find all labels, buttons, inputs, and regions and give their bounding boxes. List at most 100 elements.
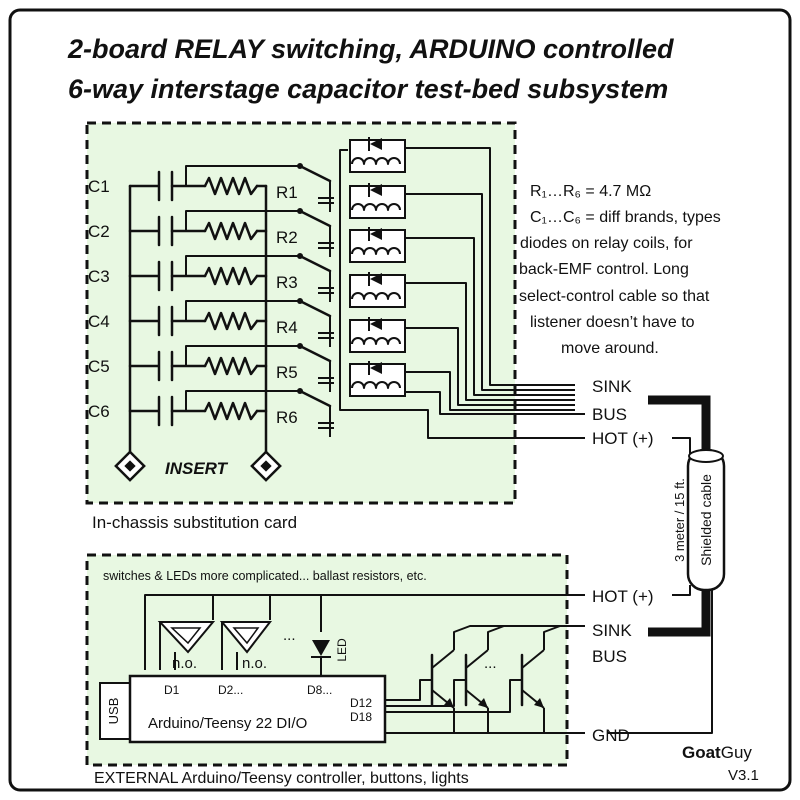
relay-coil — [351, 292, 401, 300]
resistor-5 — [203, 356, 259, 376]
capacitor-label-4: C4 — [88, 312, 110, 331]
capacitor-label-5: C5 — [88, 357, 110, 376]
push-button-1 — [157, 621, 216, 670]
relay-body — [349, 229, 406, 263]
button-ellipsis: ... — [283, 627, 296, 644]
controller-caption: EXTERNAL Arduino/Teensy controller, butt… — [94, 770, 469, 787]
transistor-collector — [465, 649, 489, 669]
row-1: C1 R1 — [88, 163, 334, 212]
relay-coils — [349, 137, 406, 397]
usb-label: USB — [106, 698, 121, 725]
transistor-collector — [521, 649, 545, 669]
relay-contact-arm — [298, 209, 332, 228]
row-5: C5 R5 — [88, 343, 334, 392]
notes-block: R₁…R₆ = 4.7 MΩ C₁…C₆ = diff brands, type… — [519, 183, 721, 357]
gnd-wire-cable — [608, 585, 713, 734]
bus-label-top: BUS — [592, 405, 627, 424]
transistor-drivers — [385, 625, 585, 734]
wire — [185, 390, 300, 411]
collector-wire — [487, 625, 585, 650]
transistor-3 — [385, 625, 585, 733]
relay-1 — [349, 137, 406, 173]
pin-d8: D8... — [307, 683, 332, 697]
relay-coil — [351, 247, 401, 255]
arduino-label: Arduino/Teensy 22 DI/O — [148, 715, 307, 732]
collector-wire — [543, 625, 585, 650]
insert-terminal-left — [114, 450, 146, 482]
relay-3 — [349, 227, 406, 263]
relay-coil — [351, 381, 401, 389]
shielded-cable — [686, 448, 726, 592]
relay-coil — [351, 157, 401, 165]
note-line-4: back-EMF control. Long — [519, 261, 689, 278]
hot-label-top: HOT (+) — [592, 429, 654, 448]
pin-d2: D2... — [218, 683, 243, 697]
hot-label-bottom: HOT (+) — [592, 587, 654, 606]
resistor-label-1: R1 — [276, 183, 298, 202]
cable-trunk-bottom — [648, 585, 711, 637]
flyback-diode — [370, 138, 382, 150]
base-wire — [385, 679, 522, 713]
resistor-2 — [203, 221, 259, 241]
relay-control-wiring — [339, 147, 585, 439]
resistor-label-3: R3 — [276, 273, 298, 292]
title-line-1: 2-board RELAY switching, ARDUINO control… — [67, 34, 674, 64]
relay-contact-arm — [298, 389, 332, 408]
pin-d1: D1 — [164, 683, 180, 697]
cable-trunk-top — [648, 395, 711, 460]
card-caption: In-chassis substitution card — [92, 513, 297, 532]
push-button-2 — [219, 621, 273, 670]
credit-brand: GoatGuy — [682, 743, 752, 762]
pin-d18: D18 — [350, 710, 372, 724]
note-line-2: C₁…C₆ = diff brands, types — [530, 209, 721, 226]
no-label-1: n.o. — [172, 655, 197, 672]
hot-line — [144, 594, 585, 670]
credit-version: V3.1 — [728, 767, 759, 784]
pin-d12: D12 — [350, 696, 372, 710]
capacitor-label-2: C2 — [88, 222, 110, 241]
note-line-3: diodes on relay coils, for — [520, 235, 693, 252]
substitution-card-box — [85, 121, 517, 505]
transistor-ellipsis: ... — [484, 655, 497, 672]
sink-label-top: SINK — [592, 377, 632, 396]
relay-6 — [349, 361, 406, 397]
cable-length: 3 meter / 15 ft. — [672, 478, 687, 562]
relay-coil — [351, 203, 401, 211]
flyback-diode — [370, 362, 382, 374]
arduino-board — [128, 674, 387, 744]
title-line-2: 6-way interstage capacitor test-bed subs… — [68, 74, 668, 104]
cable-label: Shielded cable — [698, 474, 714, 566]
note-line-6: listener doesn’t have to — [530, 314, 695, 331]
capacitor-label-1: C1 — [88, 177, 110, 196]
sink-label-bottom: SINK — [592, 621, 632, 640]
resistor-label-2: R2 — [276, 228, 298, 247]
wire — [185, 210, 300, 231]
resistor-label-5: R5 — [276, 363, 298, 382]
relay-contact-arm — [298, 344, 332, 363]
wire — [185, 300, 300, 321]
row-2: C2 R2 — [88, 208, 334, 257]
relay-contact-arm — [298, 299, 332, 318]
relay-contact-arm — [298, 164, 332, 183]
insert-terminal-right — [250, 450, 282, 482]
emitter-arrow — [478, 698, 488, 708]
base-wire — [385, 679, 432, 701]
note-line-7: move around. — [561, 340, 659, 357]
resistor-label-6: R6 — [276, 408, 298, 427]
resistor-4 — [203, 311, 259, 331]
relay-contact-arm — [298, 254, 332, 273]
hot-wire-bottom — [672, 585, 691, 596]
insert-label: INSERT — [165, 459, 229, 478]
flyback-diode — [370, 318, 382, 330]
flyback-diode — [370, 273, 382, 285]
flyback-diode — [370, 228, 382, 240]
emitter-arrow — [534, 698, 544, 708]
resistor-1 — [203, 176, 259, 196]
resistor-3 — [203, 266, 259, 286]
